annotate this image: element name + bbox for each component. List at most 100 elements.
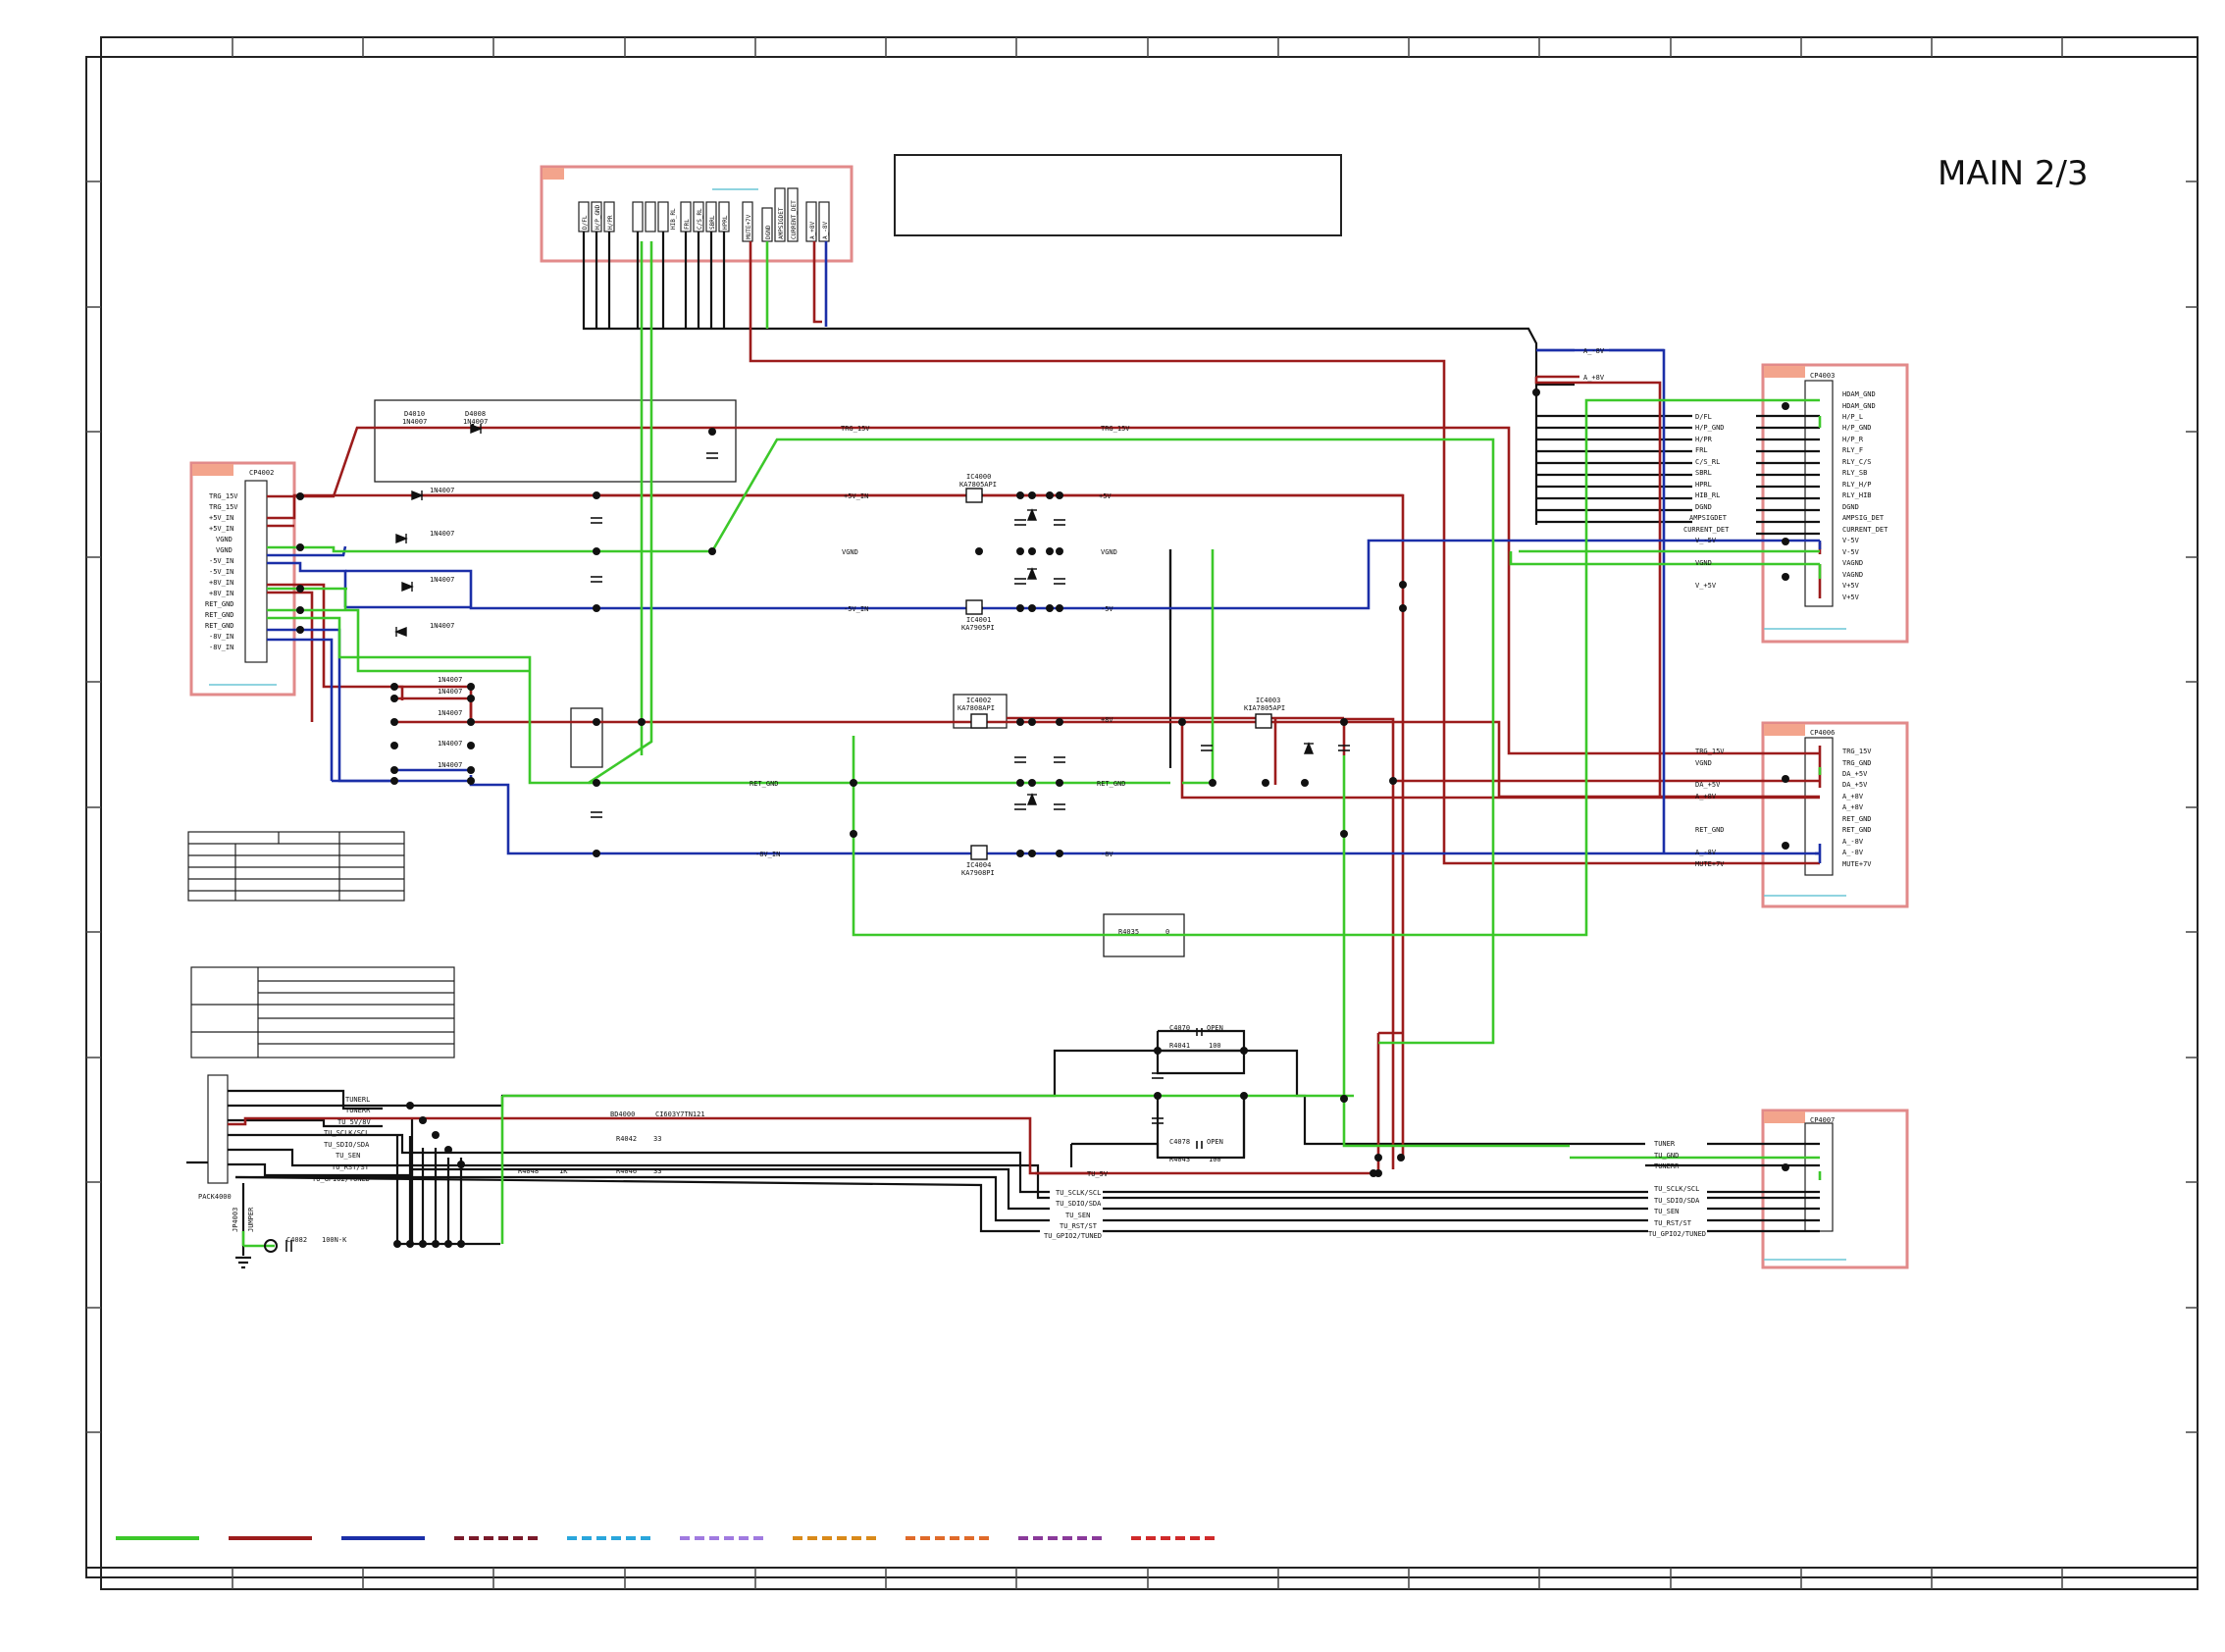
tuner-mid-flag-5: TU_GPIO2/TUNED bbox=[1044, 1232, 1102, 1240]
cp4002-pin-4: +5V_IN bbox=[209, 525, 233, 533]
net-m8v-in: -8V_IN bbox=[755, 851, 780, 858]
cp4006-pin-11: MUTE+7V bbox=[1842, 860, 1872, 868]
r4042-val: 33 bbox=[653, 1135, 661, 1143]
ic4000-ref: IC4000 bbox=[966, 473, 991, 481]
top-pin-2: H/P_GND bbox=[595, 204, 601, 230]
cp4003-pin-17: VAGND bbox=[1842, 571, 1863, 579]
r4043-val: 100 bbox=[1209, 1156, 1221, 1163]
cp4003-pin-7: RLY_C/S bbox=[1842, 458, 1872, 466]
cp4006-flag-2: VGND bbox=[1695, 759, 1712, 767]
cp4006-flag-7: MUTE+7V bbox=[1695, 860, 1725, 868]
diode-type-3: 1N4007 bbox=[430, 576, 454, 584]
r4035-val: 0 bbox=[1165, 928, 1169, 936]
cp4003-flag-3: H/PR bbox=[1695, 436, 1713, 443]
top-pin-1: D/FL bbox=[582, 215, 589, 230]
cp4002-pin-14: -8V_IN bbox=[209, 633, 233, 641]
r4041-ref: R4041 bbox=[1169, 1042, 1190, 1050]
cp4006-flag-3: DA_+5V bbox=[1695, 781, 1721, 789]
cp4006-pin-2: TRG_GND bbox=[1842, 759, 1872, 767]
tuner-flag-8: TU_GPIO2/TUNED bbox=[312, 1175, 370, 1183]
net-ret-gnd-left: RET_GND bbox=[750, 780, 779, 788]
cp4003-pin-14: V-5V bbox=[1842, 537, 1860, 544]
net-p5v: +5V bbox=[1099, 492, 1112, 500]
cp4003-pin-15: V-5V bbox=[1842, 548, 1860, 556]
cp4006-flag-5: RET_GND bbox=[1695, 826, 1725, 834]
top-pin-4: FRL bbox=[684, 219, 691, 230]
net-vgnd-left: VGND bbox=[842, 548, 858, 556]
sheet-title: MAIN 2/3 bbox=[1938, 154, 2089, 193]
cp4003-pin-6: RLY_F bbox=[1842, 446, 1863, 454]
bd4000-ref: BD4000 bbox=[610, 1110, 635, 1118]
top-pin-10: DGND bbox=[765, 225, 772, 239]
cp4002-pin-labels: TRG_15V TRG_15V +5V_IN +5V_IN VGND VGND … bbox=[205, 492, 238, 651]
top-header-pin-labels: D/FL H/P_GND H/PR FRL C/S_RL SBRL HPRL H… bbox=[582, 200, 829, 239]
cp4006-pin-10: A_-8V bbox=[1842, 849, 1864, 856]
cp4002-pin-5: VGND bbox=[216, 536, 233, 543]
diode-type-7: 1N4007 bbox=[438, 709, 462, 717]
cp4002-body bbox=[244, 480, 268, 663]
ic4003-ref: IC4003 bbox=[1256, 697, 1280, 704]
ic4004-ref: IC4004 bbox=[966, 861, 991, 869]
cp4007-name: CP4007 bbox=[1810, 1116, 1835, 1124]
diode-type-5: 1N4007 bbox=[438, 676, 462, 684]
cp4007-net-flags: TUNER TU_GND TUNERR TU_SCLK/SCL TU_SDIO/… bbox=[1648, 1140, 1706, 1238]
cp4002-pin-11: RET_GND bbox=[205, 600, 234, 608]
r4041-val: 100 bbox=[1209, 1042, 1221, 1050]
tuner-mid-flag-4: TU_RST/ST bbox=[1060, 1222, 1098, 1230]
ic4000-part: KA7805API bbox=[959, 481, 997, 489]
cp4002-pin-15: -8V_IN bbox=[209, 644, 233, 651]
cp4007-flag-3: TUNERR bbox=[1654, 1162, 1680, 1170]
net-m5v: -5V bbox=[1101, 605, 1113, 613]
title-note-box bbox=[894, 154, 1342, 236]
c4082-ref: C4082 bbox=[286, 1236, 307, 1244]
cp4006-name: CP4006 bbox=[1810, 729, 1835, 737]
cp4006-pin-1: TRG_15V bbox=[1842, 748, 1872, 755]
cp4003-pin-labels: HDAM_GND HDAM_GND H/P_L H/P_GND H/P_R RL… bbox=[1842, 390, 1889, 601]
cp4003-pin-18: V+5V bbox=[1842, 582, 1860, 590]
top-pin-13: A_+8V bbox=[809, 222, 816, 239]
top-pin-5: C/S_RL bbox=[697, 208, 703, 230]
cp4007-flag-8: TU_GPIO2/TUNED bbox=[1648, 1230, 1706, 1238]
net-a-m8v: A_-8V bbox=[1583, 347, 1605, 355]
rail-net-labels: TRG_15V TRG_15V +5V_IN +5V VGND VGND -5V… bbox=[750, 347, 1605, 858]
tuner-flag-5: TU_SDIO/SDA bbox=[324, 1141, 370, 1149]
cp4006-pin-7: RET_GND bbox=[1842, 815, 1872, 823]
c4078-ref: C4078 bbox=[1169, 1138, 1190, 1146]
tuner-mid-net-flags: TU_5V TU_SCLK/SCL TU_SDIO/SDA TU_SEN TU_… bbox=[1044, 1170, 1109, 1240]
diode-type-4: 1N4007 bbox=[430, 622, 454, 630]
c4078-val: OPEN bbox=[1207, 1138, 1223, 1146]
cp4003-pin-11: DGND bbox=[1842, 503, 1859, 511]
net-m5v-in: -5V_IN bbox=[844, 605, 868, 613]
jp4003-ref: JP4003 bbox=[232, 1208, 239, 1232]
ic4004-part: KA7908PI bbox=[961, 869, 995, 877]
cp4006-pin-labels: TRG_15V TRG_GND DA_+5V DA_+5V A_+8V A_+8… bbox=[1842, 748, 1872, 868]
tuner-mid-flag-2: TU_SDIO/SDA bbox=[1056, 1200, 1102, 1208]
cp4002-pin-12: RET_GND bbox=[205, 611, 234, 619]
cp4003-flag-14: V_+5V bbox=[1695, 582, 1717, 590]
cp4003-flag-1: D/FL bbox=[1695, 413, 1712, 421]
r4046-val: 33 bbox=[653, 1167, 661, 1175]
top-pin-9: MUTE+7V bbox=[746, 214, 752, 239]
top-pin-11: AMPSIGDET bbox=[778, 207, 785, 239]
r4035-ref: R4035 bbox=[1118, 928, 1139, 936]
r4046-ref: R4046 bbox=[616, 1167, 637, 1175]
note-table-1 bbox=[187, 831, 405, 902]
net-a-p8v: A_+8V bbox=[1583, 374, 1605, 382]
top-pin-6: SBRL bbox=[709, 215, 716, 230]
frame-ticks bbox=[86, 37, 2198, 1589]
cp4003-flag-5: C/S_RL bbox=[1695, 458, 1720, 466]
pack4000-ref: PACK4000 bbox=[198, 1193, 232, 1201]
connector-link-lines bbox=[209, 188, 1846, 1261]
tuner-flag-3: TU_5V/8V bbox=[337, 1118, 372, 1126]
d4010-type: 1N4007 bbox=[402, 418, 427, 426]
c4070-val: OPEN bbox=[1207, 1024, 1223, 1032]
r4043-ref: R4043 bbox=[1169, 1156, 1190, 1163]
cp4006-pin-6: A_+8V bbox=[1842, 803, 1864, 811]
black-wires bbox=[186, 232, 1820, 1269]
cp4007-flag-5: TU_SDIO/SDA bbox=[1654, 1197, 1700, 1205]
pack4000-body bbox=[207, 1074, 229, 1184]
cp4003-net-flags: D/FL H/P_GND H/PR FRL C/S_RL SBRL HPRL H… bbox=[1683, 413, 1730, 590]
tuner-flag-4: TU_SCLK/SCL bbox=[324, 1129, 369, 1137]
ic4001-part: KA7905PI bbox=[961, 624, 995, 632]
